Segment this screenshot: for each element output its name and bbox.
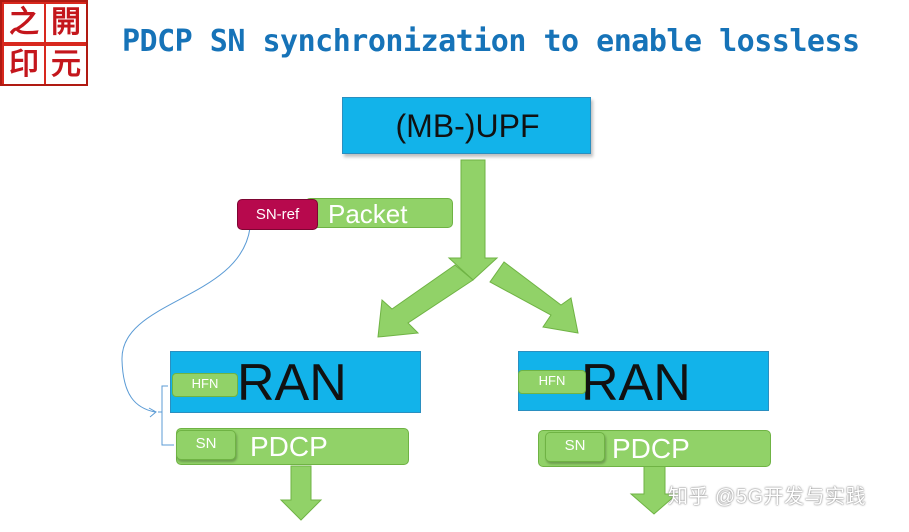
packet-label: Packet xyxy=(328,199,408,229)
logo-char: 之 xyxy=(4,4,44,42)
connector-arrowhead xyxy=(148,407,157,418)
sn-ref-tag: SN-ref xyxy=(237,199,318,230)
logo-char: 開 xyxy=(46,4,86,42)
arrow-down-upf xyxy=(447,159,499,281)
hfn-left-tag: HFN xyxy=(172,373,238,397)
watermark: 知乎 @5G开发与实践 xyxy=(668,486,867,508)
upf-label: (MB-)UPF xyxy=(395,108,540,144)
pdcp-left-label: PDCP xyxy=(250,431,328,462)
sn-left-tag: SN xyxy=(176,430,236,460)
logo-char: 印 xyxy=(4,46,44,84)
slide-title: PDCP SN synchronization to enable lossle… xyxy=(122,24,860,59)
sn-right-tag: SN xyxy=(545,432,605,462)
upf-box: (MB-)UPF xyxy=(342,97,591,154)
ran-left-label: RAN xyxy=(237,354,347,412)
ran-right-label: RAN xyxy=(581,354,691,412)
arrow-down-left-pdcp xyxy=(279,465,323,521)
packet-box: Packet xyxy=(305,198,453,229)
hfn-right-tag: HFN xyxy=(518,370,586,394)
logo-seal: 之 開 印 元 xyxy=(0,0,88,86)
arrow-diagonal-left xyxy=(377,264,474,338)
pdcp-right-label: PDCP xyxy=(612,433,690,464)
arrow-diagonal-right xyxy=(489,261,579,334)
logo-char: 元 xyxy=(46,46,86,84)
